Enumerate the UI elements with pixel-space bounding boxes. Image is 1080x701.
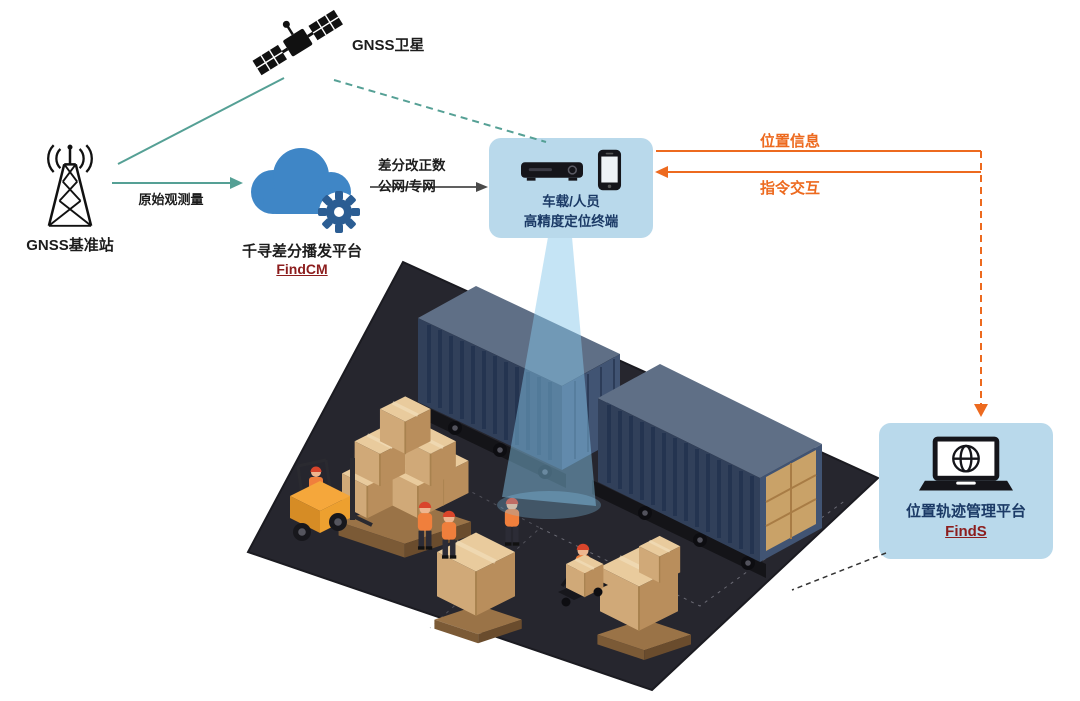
cloud-gear-icon: [251, 148, 360, 233]
terminal-labels: 车载/人员 高精度定位终端: [524, 192, 619, 231]
satellite-label: GNSS卫星: [352, 37, 425, 54]
position-info-label: 位置信息: [759, 133, 820, 150]
satellite-icon: [252, 9, 343, 76]
antenna-tower-icon: [47, 144, 93, 227]
platform-panel: 位置轨迹管理平台 FindS: [879, 423, 1053, 559]
gear-icon: [318, 191, 360, 233]
worker-1: [417, 501, 433, 550]
terminal-line1: 车载/人员: [542, 194, 600, 209]
platform-sub-label: FindS: [945, 522, 987, 540]
arrow-base-to-cloud: [112, 177, 243, 189]
pallet-stack-2: [434, 533, 522, 644]
floor: [246, 260, 880, 692]
globe-icon: [952, 444, 980, 473]
pallet-stack-1: [338, 394, 472, 558]
raw-observation-label: 原始观测量: [138, 192, 204, 207]
gnss-satellite: [248, 2, 348, 84]
container-b: [592, 364, 822, 578]
terminal-line2: 高精度定位终端: [523, 213, 619, 229]
platform-label: 位置轨迹管理平台: [905, 503, 1026, 520]
terminal-icons: [520, 148, 622, 192]
command-interaction-label: 指令交互: [759, 180, 820, 197]
pallet-jack: [558, 553, 608, 607]
correction-line2: 公网/专网: [378, 178, 436, 194]
correction-labels: 差分改正数 公网/专网: [378, 156, 446, 198]
laptop-globe-icon: [919, 436, 1013, 491]
smartphone-icon: [597, 149, 621, 191]
link-platform-scene: [791, 552, 887, 591]
worker-2: [441, 510, 457, 559]
pallet-stack-3: [597, 534, 691, 660]
light-beam: [497, 237, 601, 519]
cloud-platform-sub-label: FindCM: [276, 261, 328, 277]
base-station-label: GNSS基准站: [26, 237, 114, 254]
link-satellite-terminal: [333, 79, 547, 143]
cloud-platform: 千寻差分播发平台 FindCM: [233, 136, 371, 277]
forklift: [290, 458, 373, 541]
gnss-base-station: [22, 138, 118, 232]
container-a: [412, 286, 620, 488]
cloud-platform-label: 千寻差分播发平台: [241, 243, 362, 260]
terminal-panel: 车载/人员 高精度定位终端: [489, 138, 653, 238]
correction-line1: 差分改正数: [378, 158, 446, 173]
worker-3: [504, 497, 520, 546]
worker-4: [575, 543, 591, 592]
vehicle-receiver-icon: [520, 162, 583, 181]
